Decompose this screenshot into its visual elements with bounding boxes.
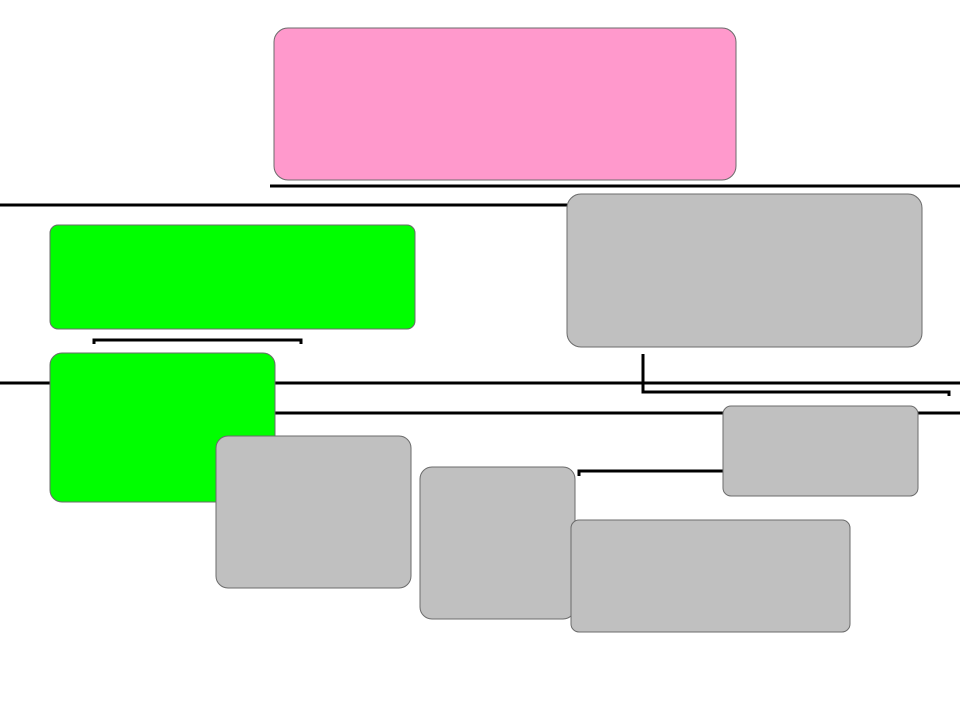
gray-box-top-right-shape: [566, 193, 923, 348]
connector-green-bracket: [92, 338, 303, 344]
connector-gray-elbow: [641, 354, 951, 396]
connectors-layer: [0, 184, 960, 476]
gray-box-bottom-left-shape: [215, 435, 412, 589]
gray-box-bottom-right-shape: [570, 519, 851, 633]
pink-box-shape: [273, 27, 737, 181]
gray-box-bottom-center-shape: [419, 466, 576, 620]
gray-box-top-right: [566, 193, 923, 348]
green-box-top: [49, 224, 416, 330]
gray-box-mid-right: [722, 405, 919, 497]
pink-box: [273, 27, 737, 181]
gray-box-mid-right-shape: [722, 405, 919, 497]
gray-box-bottom-right: [570, 519, 851, 633]
green-box-top-shape: [49, 224, 416, 330]
connector-center-to-midright: [577, 469, 723, 476]
boxes-layer: [49, 27, 923, 633]
gray-box-bottom-left: [215, 435, 412, 589]
gray-box-bottom-center: [419, 466, 576, 620]
